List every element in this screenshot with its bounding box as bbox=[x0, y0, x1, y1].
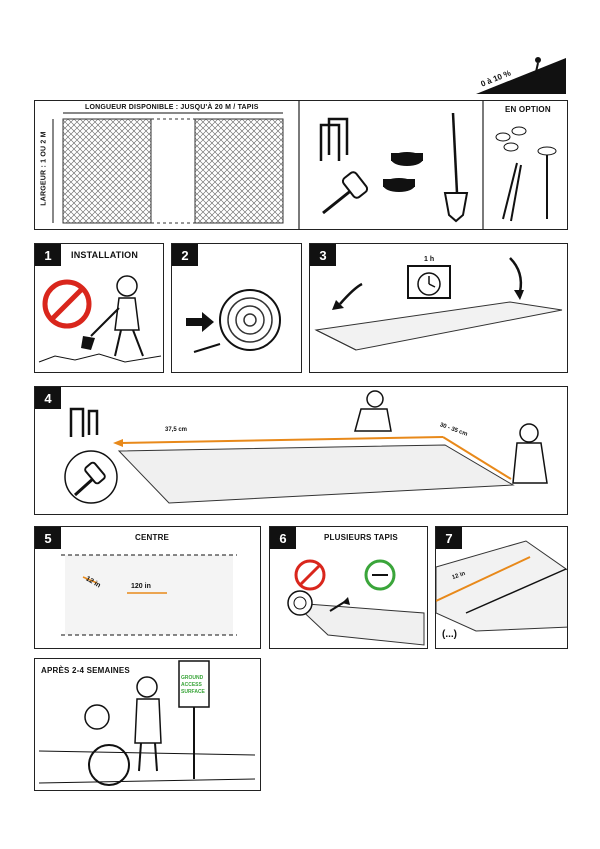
step-6-title: PLUSIEURS TAPIS bbox=[324, 533, 398, 542]
after-drawing bbox=[38, 660, 256, 786]
step-1-title: INSTALLATION bbox=[71, 250, 139, 260]
after-panel: APRÈS 2-4 SEMAINES GROUND ACCESS SURFACE bbox=[34, 658, 261, 791]
step-6-panel: 6 PLUSIEURS TAPIS bbox=[269, 526, 428, 649]
step-2-panel: 2 bbox=[171, 243, 302, 373]
step-5-title: CENTRE bbox=[135, 533, 170, 542]
clock-icon bbox=[417, 272, 441, 296]
ok-icon bbox=[364, 559, 396, 591]
installation-drawing bbox=[38, 275, 162, 363]
width-label: LARGEUR : 1 OU 2 M bbox=[40, 131, 48, 206]
roll-drawing bbox=[186, 289, 281, 353]
step-number: 5 bbox=[35, 527, 61, 549]
step-5-panel: 5 CENTRE 120 in 12 in bbox=[34, 526, 261, 649]
step-number: 6 bbox=[270, 527, 296, 549]
sign-line-2: ACCESS bbox=[181, 682, 202, 688]
step-number: 7 bbox=[436, 527, 462, 549]
step-3-panel: 3 1 h bbox=[309, 243, 568, 373]
no-icon bbox=[42, 279, 92, 329]
sign-board bbox=[178, 660, 210, 708]
no-icon bbox=[294, 559, 326, 591]
sign-line-1: GROUND bbox=[181, 675, 204, 681]
slope-indicator: 0 à 10 % bbox=[476, 52, 568, 96]
step-1-panel: 1 INSTALLATION bbox=[34, 243, 164, 373]
slope-triangle bbox=[476, 57, 566, 94]
spacing-label: 37,5 cm bbox=[165, 427, 188, 433]
step-number: 3 bbox=[310, 244, 336, 266]
step-7-panel: 7 12 in (...) bbox=[435, 526, 568, 649]
clock-label: 1 h bbox=[424, 256, 435, 263]
materials-drawing bbox=[52, 101, 557, 229]
stapling-drawing bbox=[64, 390, 548, 504]
step-4-panel: 4 37,5 cm 30 - 35 cm bbox=[34, 386, 568, 515]
wheelchair bbox=[88, 744, 130, 786]
option-label: EN OPTION bbox=[505, 105, 551, 114]
unroll-drawing bbox=[314, 257, 563, 351]
multiple-mats-drawing bbox=[287, 559, 425, 646]
spacing-label: 120 in bbox=[131, 583, 151, 590]
length-label: LONGUEUR DISPONIBLE : JUSQU'À 20 M / TAP… bbox=[85, 104, 259, 111]
step-number: 1 bbox=[35, 244, 61, 266]
seam-drawing bbox=[436, 540, 567, 632]
step-number: 4 bbox=[35, 387, 61, 409]
sign-line-3: SURFACE bbox=[181, 689, 205, 695]
after-title: APRÈS 2-4 SEMAINES bbox=[41, 666, 130, 675]
more-label: (...) bbox=[442, 629, 457, 640]
center-staples-drawing bbox=[61, 554, 237, 636]
step-number: 2 bbox=[172, 244, 198, 266]
materials-panel: LONGUEUR DISPONIBLE : JUSQU'À 20 M / TAP… bbox=[34, 100, 568, 230]
